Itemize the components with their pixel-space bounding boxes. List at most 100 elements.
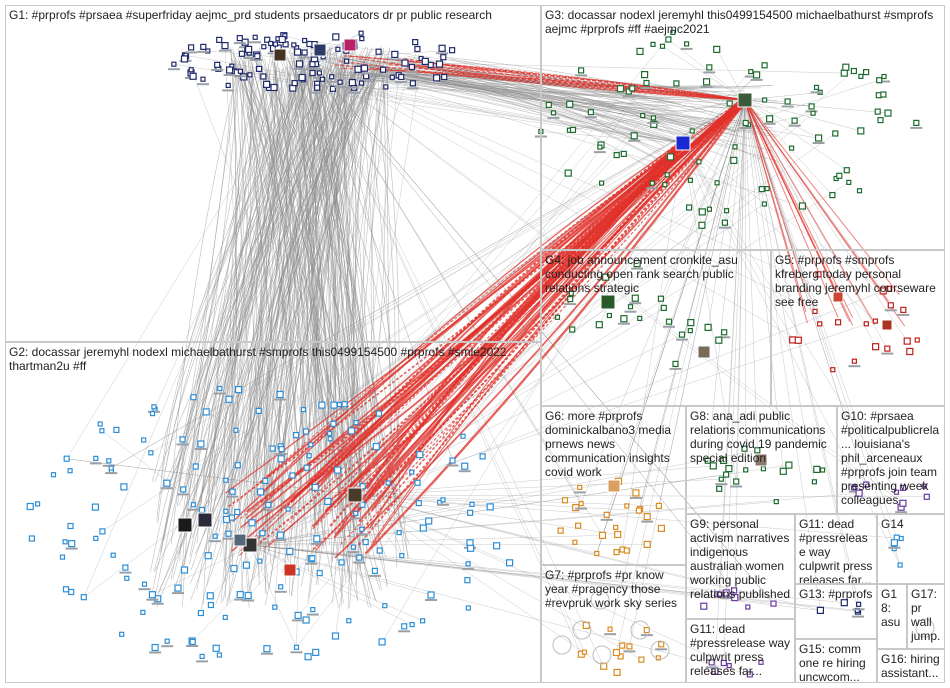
node-label-mark [663,325,675,328]
g2-node [217,385,223,392]
g2-node [285,506,291,512]
g1-node [268,40,274,47]
group-g10[interactable]: G10: #prsaea #politicalpublicrela... lou… [837,406,945,514]
node-label-mark [910,126,923,129]
g8-node [819,467,826,473]
node-label-mark [275,453,288,456]
g3-node [620,150,627,157]
edge [249,544,413,625]
edge [682,142,737,482]
node-label-mark [631,267,644,270]
g2-node [353,420,359,426]
edge [102,99,746,532]
node-label-mark [600,518,613,521]
group-g16[interactable]: G16: hiring assistant... [877,649,945,683]
node-label-mark [149,651,162,654]
edge [249,544,858,611]
g7-node [626,643,633,650]
g10-node [923,493,930,500]
group-g6[interactable]: G6: more #prprofs dominickalbano3 media … [541,406,686,565]
g4-node [721,329,728,336]
g2-node [189,638,196,646]
g2-node [449,457,456,464]
group-g18[interactable]: G18: asu [877,584,907,649]
g1-node [214,61,221,69]
group-g13[interactable]: G13: #prprofs [795,584,877,639]
g7-node [658,641,665,648]
node-label-mark [368,574,381,577]
node-label-mark [65,547,78,550]
node-label-mark [360,80,373,83]
node-label-mark [888,546,901,549]
g14-node [897,562,903,568]
g2-node [467,544,475,552]
group-g9[interactable]: G9: personal activism narratives indigen… [686,514,795,619]
g10-node [921,483,927,489]
edge [354,478,722,496]
group-g14[interactable]: G14 [877,514,945,584]
g3-node [748,68,754,75]
g2-node [180,486,187,493]
edge [191,51,369,489]
edge-red [312,146,685,551]
g1-node [247,72,253,78]
g2-node [308,442,314,448]
edge [744,99,821,611]
g2-node [141,437,147,443]
node-label-mark [160,487,173,490]
edge-red [364,99,748,555]
edge [309,59,363,487]
g5-node [863,321,869,327]
edge [334,75,654,171]
group-g3[interactable]: G3: docassar nodexl jeremyhl this0499154… [541,5,945,250]
g2-node [461,462,469,470]
g6-node [657,524,666,533]
edge [249,207,690,546]
edge [744,99,803,207]
g5-node [834,319,842,326]
group-g4[interactable]: G4: job announcement cronkite_asu conduc… [541,250,771,406]
edge [353,87,746,101]
group-g2[interactable]: G2: docassar jeremyhl nodexl michaelbath… [5,342,541,683]
group-g8[interactable]: G8: ana_adi public relations communicati… [686,406,837,514]
g9-node [717,591,723,597]
g1-node [354,65,362,73]
group-g15[interactable]: G15: comm one re hiring uncwcom... [795,639,877,683]
edge [354,465,714,496]
group-g5[interactable]: G5: #prprofs #smprofs kfreberg today per… [771,250,945,406]
group-g7[interactable]: G7: #prprofs #pr know year #pragency tho… [541,565,686,683]
g2-node [327,430,333,437]
edge [309,59,345,405]
g4-node [687,319,695,327]
g2-node [223,508,229,514]
edge [230,48,362,587]
node-label-mark [186,645,199,647]
group-g17[interactable]: G17: pr wall jump... [907,584,945,649]
group-g11[interactable]: G11: dead #pressrelease way culpwrit pre… [686,619,795,683]
group-g12[interactable]: G11: dead #pressrelease way culpwrit pre… [795,514,877,584]
g8-node [704,457,711,464]
g6-node [643,540,651,549]
hub-avatar [343,38,357,52]
g11-node [726,662,732,669]
edge [224,45,251,546]
edge [289,67,355,496]
g3-node [832,130,839,137]
edge [392,56,670,100]
edge [156,66,309,522]
group-g1[interactable]: G1: #prprofs #prsaea #superfriday aejmc_… [5,5,541,342]
g2-node [440,497,446,503]
g2-node [465,561,471,567]
g2-node [399,552,405,559]
g8-node [743,467,749,473]
edge [311,49,357,480]
g1-node [344,58,350,64]
edge [309,59,380,414]
edge [309,59,330,434]
g4-node [568,290,574,296]
g2-node [80,594,87,601]
g7-node [612,648,621,657]
g3-node [877,116,884,124]
node-label-mark [646,187,659,190]
